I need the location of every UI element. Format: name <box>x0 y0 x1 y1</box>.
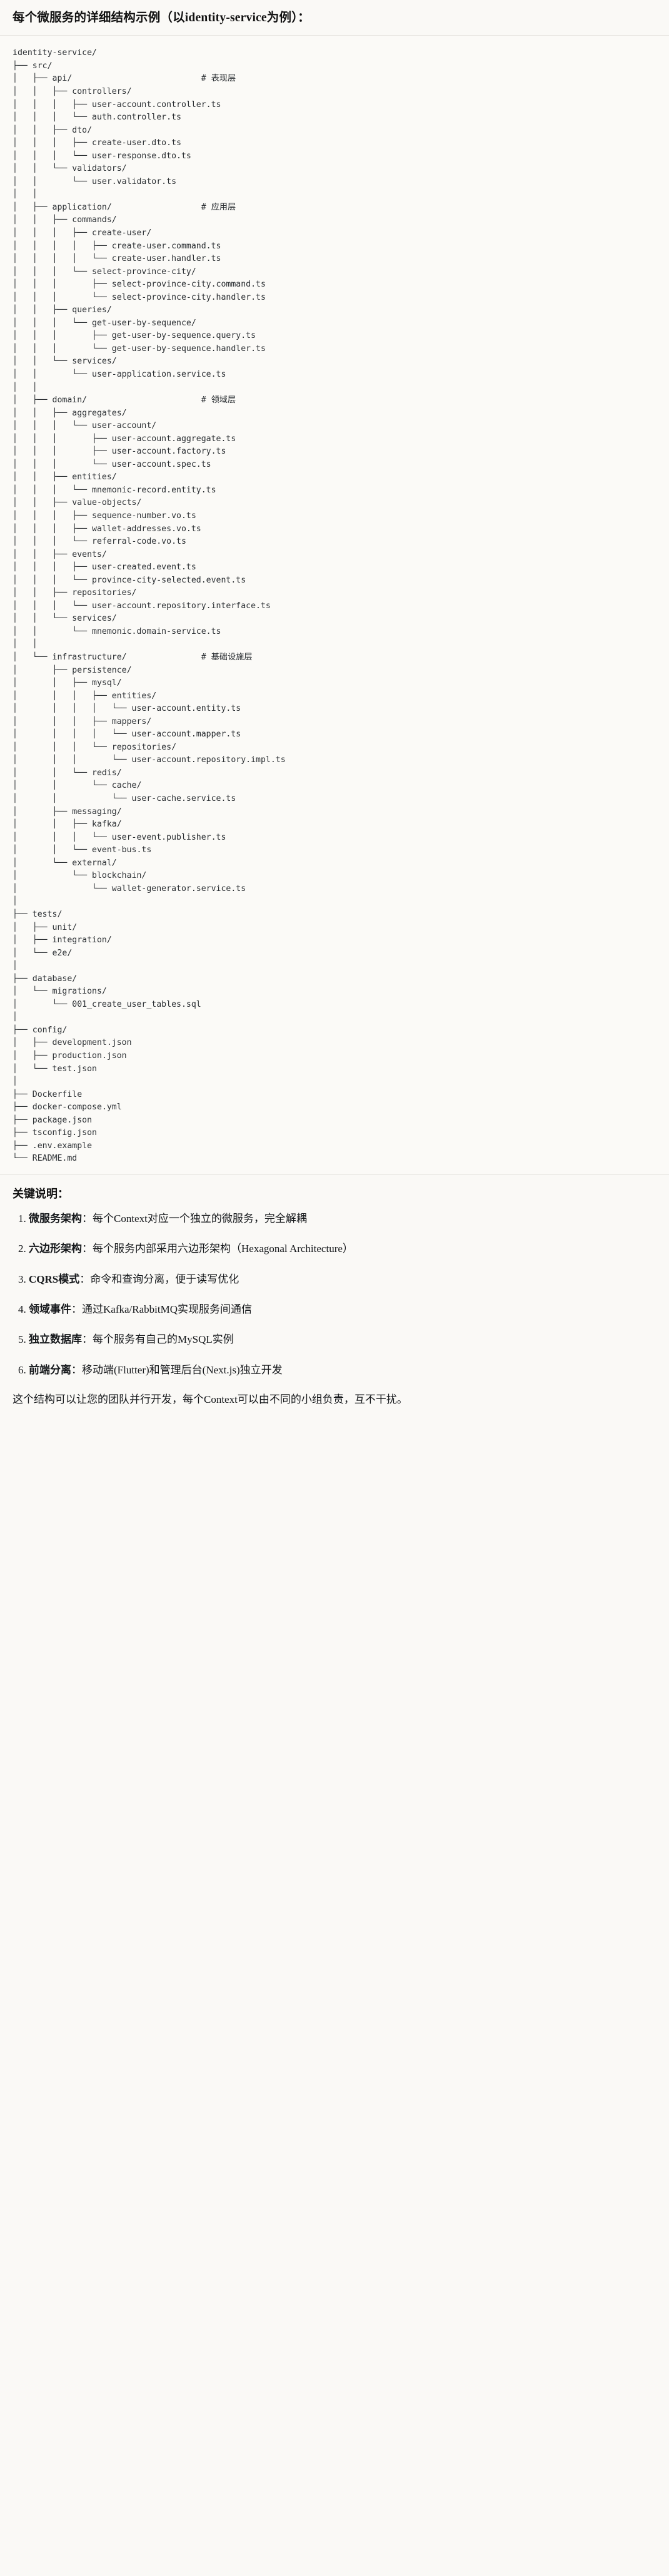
key-note-item: 领域事件：通过Kafka/RabbitMQ实现服务间通信 <box>29 1301 656 1318</box>
key-note-item: CQRS模式：命令和查询分离，便于读写优化 <box>29 1271 656 1288</box>
key-note-item: 六边形架构：每个服务内部采用六边形架构（Hexagonal Architectu… <box>29 1241 656 1257</box>
key-note-separator: ： <box>71 1363 82 1376</box>
key-note-item: 微服务架构：每个Context对应一个独立的微服务，完全解耦 <box>29 1211 656 1227</box>
key-note-term: CQRS模式 <box>29 1273 80 1285</box>
key-note-separator: ： <box>71 1303 82 1316</box>
key-note-description: 命令和查询分离，便于读写优化 <box>90 1273 239 1285</box>
directory-tree-section: identity-service/ ├── src/ │ ├── api/ # … <box>0 36 669 1175</box>
key-notes-section: 关键说明： 微服务架构：每个Context对应一个独立的微服务，完全解耦 六边形… <box>0 1175 669 1420</box>
key-note-term: 领域事件 <box>29 1303 71 1316</box>
page-root: 每个微服务的详细结构示例（以identity-service为例）： ident… <box>0 0 669 1420</box>
page-title: 每个微服务的详细结构示例（以identity-service为例）： <box>13 11 310 24</box>
key-note-separator: ： <box>82 1243 93 1255</box>
key-note-separator: ： <box>79 1273 91 1285</box>
key-note-description: 每个服务内部采用六边形架构（Hexagonal Architecture） <box>93 1243 353 1255</box>
key-note-term: 前端分离 <box>29 1363 71 1376</box>
key-note-description: 每个Context对应一个独立的微服务，完全解耦 <box>93 1213 307 1225</box>
key-note-separator: ： <box>82 1333 93 1346</box>
key-note-description: 通过Kafka/RabbitMQ实现服务间通信 <box>82 1303 252 1316</box>
key-note-item: 前端分离：移动端(Flutter)和管理后台(Next.js)独立开发 <box>29 1362 656 1378</box>
key-note-term: 独立数据库 <box>29 1333 82 1346</box>
key-notes-title: 关键说明： <box>13 1187 69 1200</box>
key-note-item: 独立数据库：每个服务有自己的MySQL实例 <box>29 1331 656 1348</box>
closing-paragraph: 这个结构可以让您的团队并行开发，每个Context可以由不同的小组负责，互不干扰… <box>13 1393 408 1406</box>
key-note-description: 每个服务有自己的MySQL实例 <box>93 1333 234 1346</box>
key-note-description: 移动端(Flutter)和管理后台(Next.js)独立开发 <box>82 1363 283 1376</box>
key-note-term: 微服务架构 <box>29 1213 82 1225</box>
key-note-separator: ： <box>82 1213 93 1225</box>
heading-section: 每个微服务的详细结构示例（以identity-service为例）： <box>0 0 669 36</box>
key-notes-list: 微服务架构：每个Context对应一个独立的微服务，完全解耦 六边形架构：每个服… <box>13 1211 656 1378</box>
key-note-term: 六边形架构 <box>29 1243 82 1255</box>
directory-tree: identity-service/ ├── src/ │ ├── api/ # … <box>13 48 286 1164</box>
